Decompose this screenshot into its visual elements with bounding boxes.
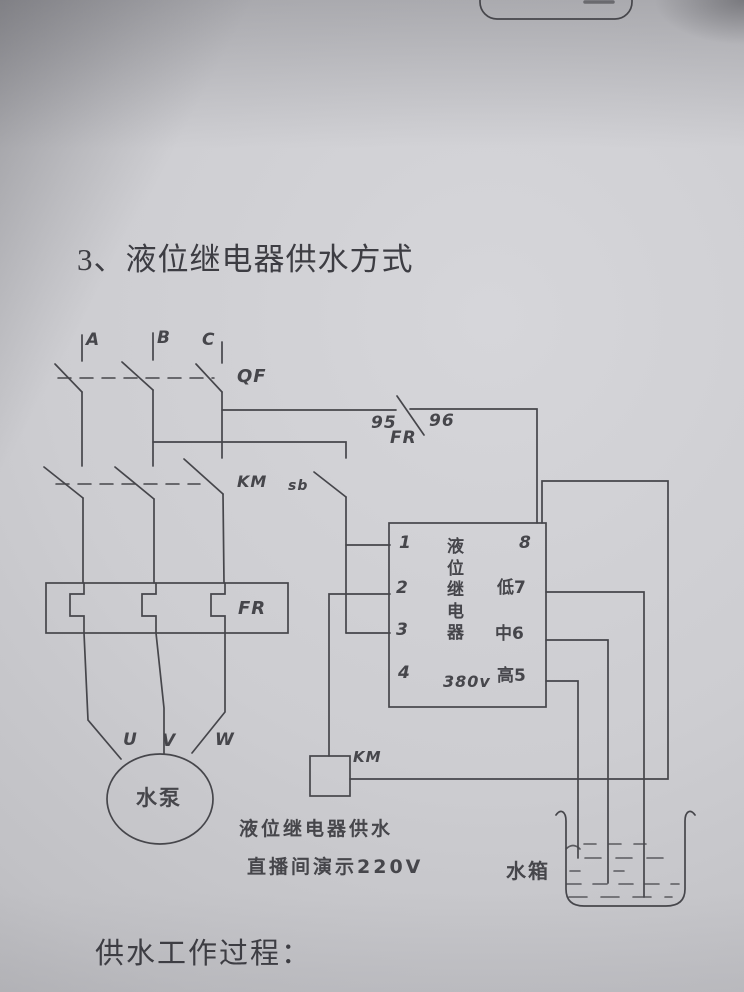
fr-overload-box (45, 582, 289, 634)
km-contactor-poles (43, 458, 225, 584)
motor-circle (106, 753, 214, 845)
relay-terminal-3: 3 (396, 620, 409, 640)
fr-terminal-96-label: 96 (429, 411, 455, 431)
motor-v-label: V (162, 731, 177, 751)
motor-w-label: W (215, 730, 235, 750)
water-tank (555, 810, 696, 907)
relay-terminal-4: 4 (398, 663, 411, 683)
motor-u-label: U (123, 730, 138, 750)
relay-terminal-5-high: 高5 (497, 666, 526, 686)
footer-heading: 供水工作过程： (95, 938, 313, 970)
km-coil-box (309, 755, 351, 797)
relay-terminal-2: 2 (396, 578, 409, 598)
motor-name-label: 水泵 (136, 786, 182, 810)
fr-nc-contact-wiring (221, 395, 538, 524)
caption-line-2: 直播间演示220V (247, 856, 424, 878)
qf-breaker-poles (54, 332, 223, 467)
section-title: 3、液位继电器供水方式 (77, 242, 414, 277)
km-contactor-label: KM (237, 472, 268, 491)
fr-overload-label: FR (238, 598, 267, 619)
caption-line-1: 液位继电器供水 (239, 818, 394, 840)
page-fragment-top (479, 0, 633, 20)
sb-button-label: sb (288, 478, 309, 494)
relay-terminal-7-low: 低7 (497, 578, 526, 598)
relay-box-outline (388, 522, 547, 708)
qf-breaker-label: QF (237, 366, 267, 387)
relay-terminal-1: 1 (399, 533, 412, 553)
motor-feed-wires (83, 632, 226, 760)
fr-terminal-95-label: 95 (371, 413, 397, 433)
electrode-rods (545, 591, 645, 898)
phase-b-label: B (157, 328, 171, 348)
tank-label: 水箱 (506, 859, 550, 883)
relay-terminal-6-mid: 中6 (495, 624, 524, 644)
relay-voltage-label: 380v (443, 672, 491, 691)
sb-button-wiring (152, 441, 391, 634)
fr-contact-label: FR (390, 428, 417, 448)
relay-name-vertical: 液 位 继 电 器 (447, 537, 464, 643)
relay-terminal-8: 8 (519, 533, 532, 553)
km-coil-label: KM (353, 748, 382, 766)
phase-c-label: C (202, 330, 216, 350)
phase-a-label: A (86, 330, 101, 350)
km-coil-wiring (309, 480, 669, 797)
